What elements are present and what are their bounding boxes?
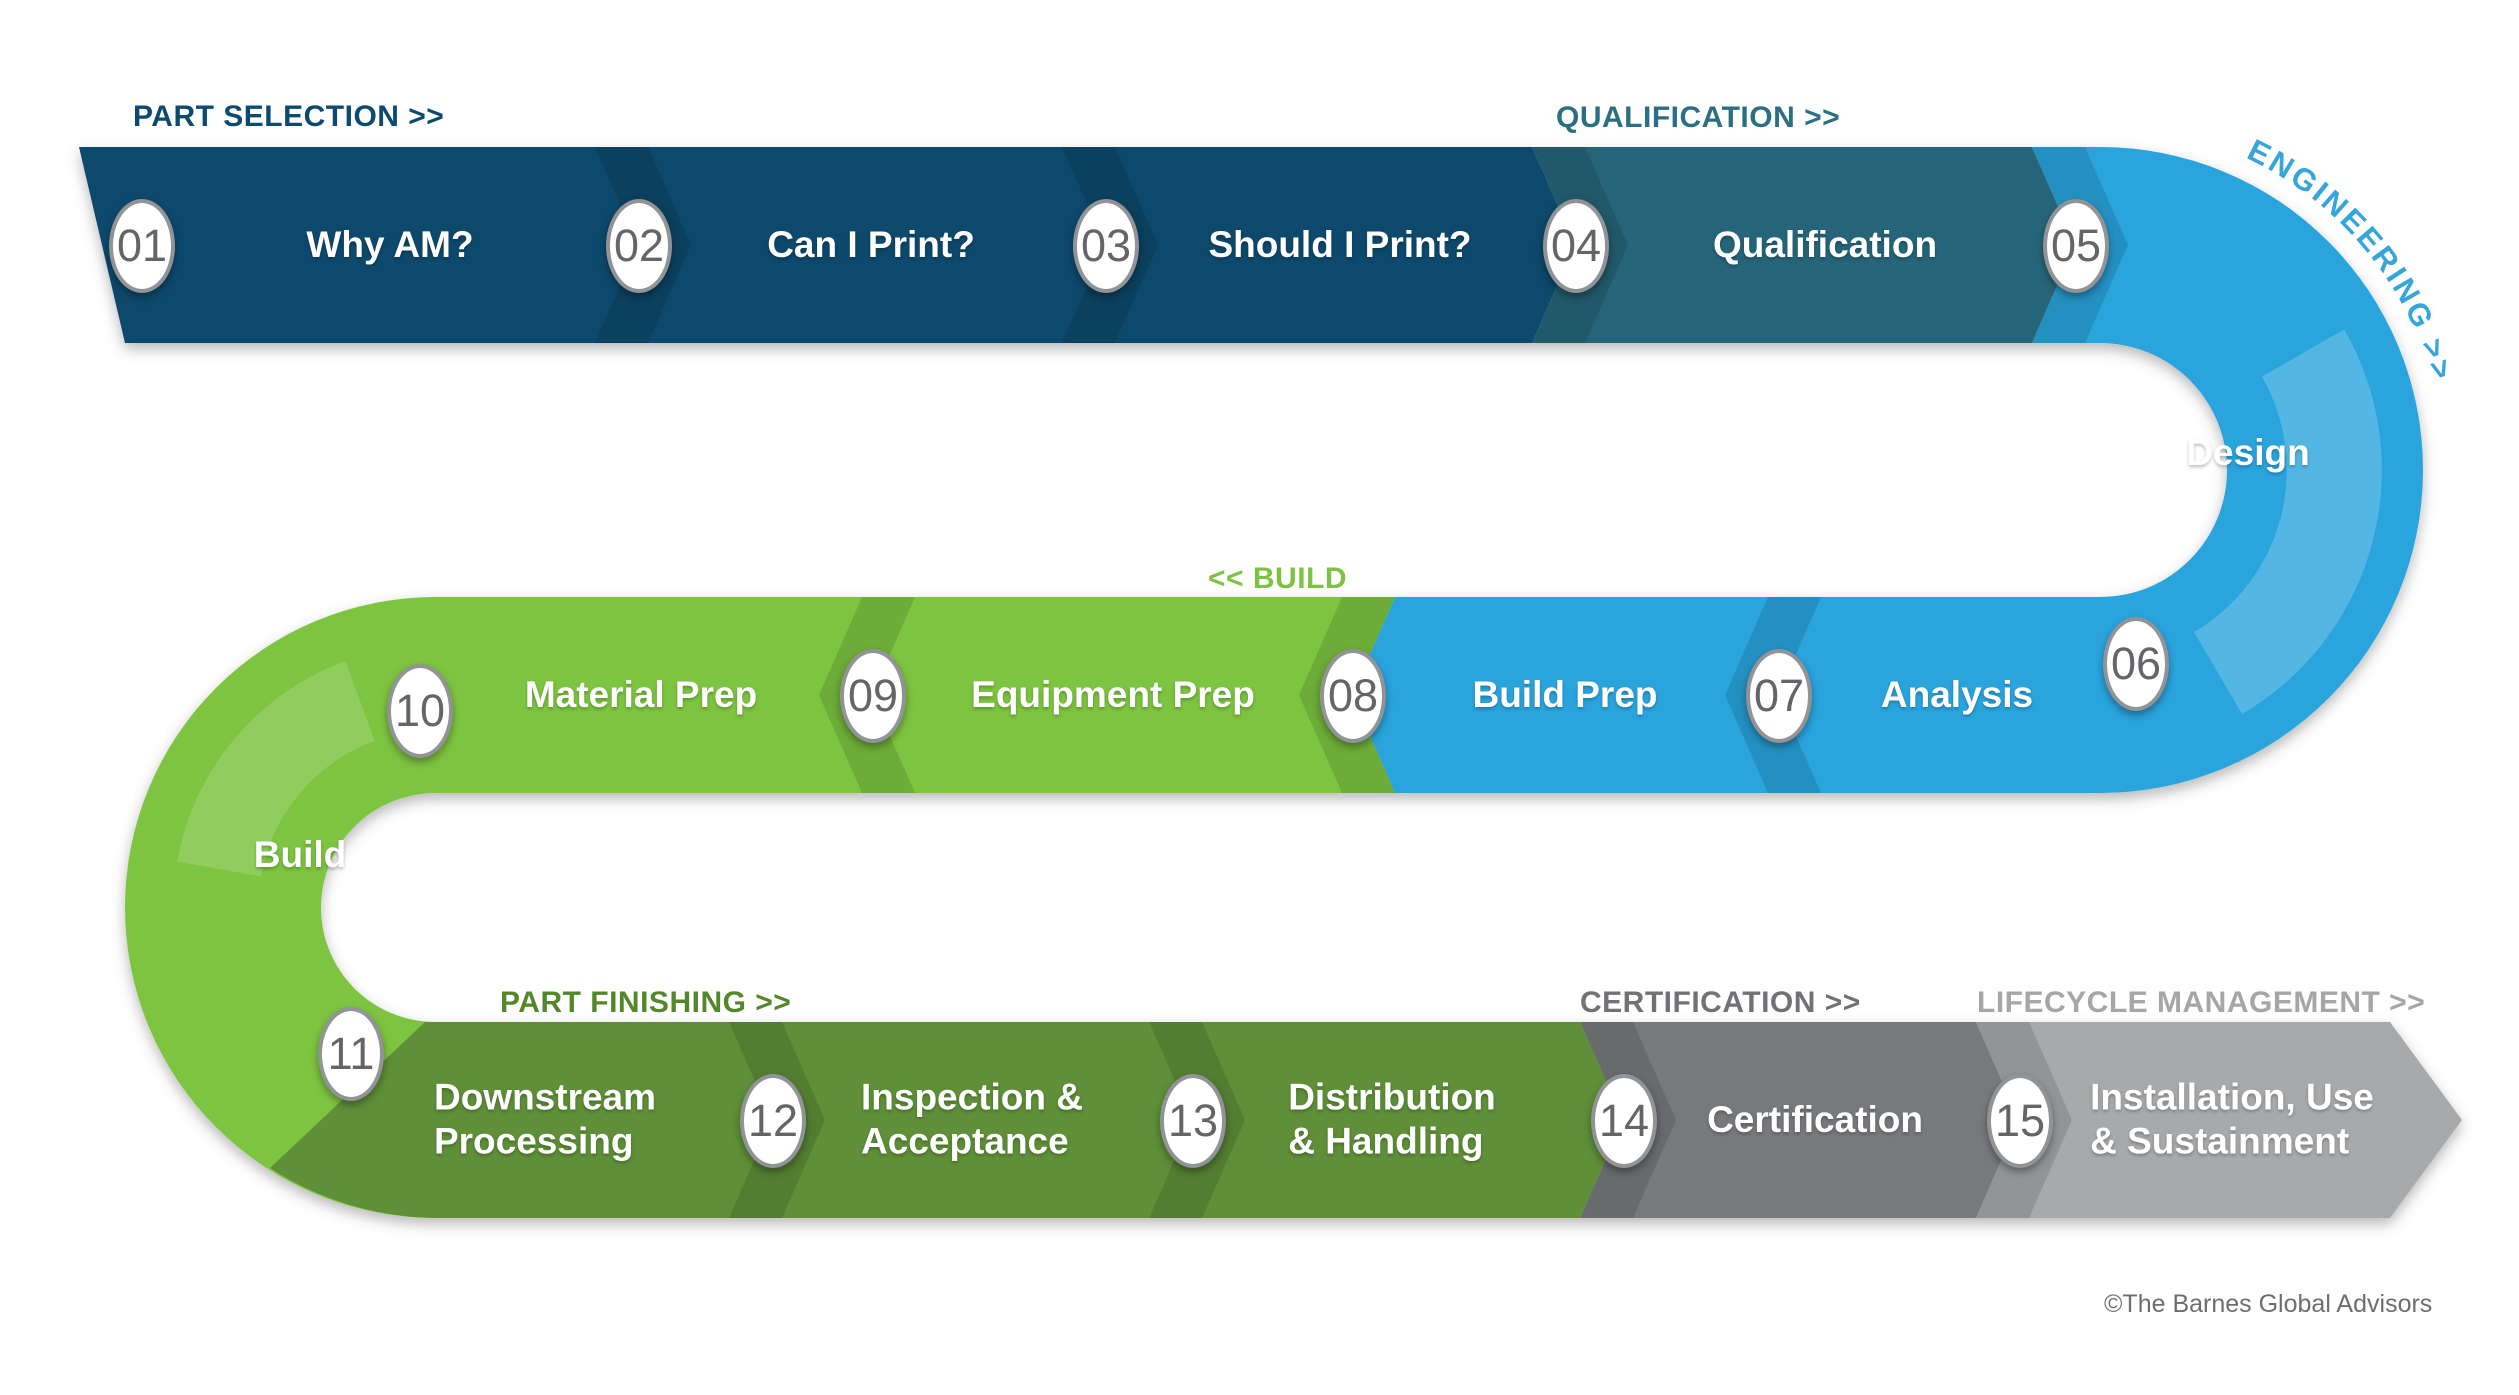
phase-label-part-selection: PART SELECTION >> [133,100,445,133]
ribbon-segment-part-finishing [270,1022,1623,1218]
step-badge-12: 12 [740,1074,806,1168]
curve-highlight-build [177,661,376,878]
phase-label-lifecycle-management: LIFECYCLE MANAGEMENT >> [1977,986,2426,1019]
step-badge-10: 10 [387,664,453,758]
ribbon-segment-part-selection [79,147,1575,343]
step-label-analysis: Analysis [1880,673,2034,715]
step-label-distribution-handling: Distribution & Handling [1288,1076,1496,1162]
ribbon-segment-lifecycle [1976,1022,2462,1218]
step-badge-05: 05 [2043,199,2109,293]
step-label-certification: Certification [1707,1098,1923,1140]
step-badge-08: 08 [1320,649,1386,743]
step-badge-03: 03 [1073,199,1139,293]
step-badge-11: 11 [318,1007,384,1101]
curve-highlight-design [2193,329,2382,714]
phase-label-certification: CERTIFICATION >> [1580,986,1861,1019]
copyright-text: ©The Barnes Global Advisors [2104,1290,2433,1318]
step-label-should-i-print: Should I Print? [1208,223,1472,265]
phase-label-qualification: QUALIFICATION >> [1556,101,1841,134]
step-label-material-prep: Material Prep [524,673,758,715]
step-badge-06: 06 [2103,617,2169,711]
ribbon-segment-build [124,597,1395,1218]
step-label-equipment-prep: Equipment Prep [971,673,1255,715]
step-label-inspection-acceptance: Inspection & Acceptance [860,1076,1084,1162]
step-badge-02: 02 [606,199,672,293]
step-badge-13: 13 [1160,1074,1226,1168]
step-label-build-prep: Build Prep [1472,673,1658,715]
step-label-qualification: Qualification [1712,223,1938,265]
step-badge-09: 09 [840,649,906,743]
step-badge-15: 15 [1987,1074,2053,1168]
ribbon-segment-qualification [1532,147,2075,343]
step-label-can-i-print: Can I Print? [767,223,975,265]
step-badge-04: 04 [1543,199,1609,293]
step-label-build: Build [253,833,347,875]
ribbon-segment-certification [1580,1022,2019,1218]
step-label-downstream-processing: Downstream Processing [433,1076,657,1162]
step-badge-01: 01 [109,199,175,293]
step-label-why-am: Why AM? [306,223,474,265]
step-badge-14: 14 [1591,1074,1657,1168]
phase-label-part-finishing: PART FINISHING >> [500,986,792,1019]
phase-label-build: << BUILD [1208,562,1348,595]
step-label-design: Design [2186,431,2310,473]
step-badge-07: 07 [1746,649,1812,743]
step-label-installation-use-sustainment: Installation, Use & Sustainment [2090,1076,2374,1162]
